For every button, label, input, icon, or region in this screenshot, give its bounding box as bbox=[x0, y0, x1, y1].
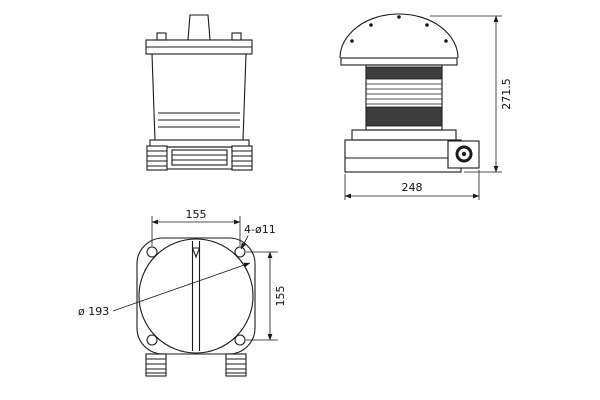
dimension-overall-width: 248 bbox=[344, 170, 480, 200]
label-bolt-holes: 4-ø11 bbox=[244, 223, 276, 236]
front-view bbox=[145, 14, 253, 171]
dimension-overall-height: 271.5 bbox=[430, 15, 513, 173]
lens-shoulder bbox=[351, 129, 457, 141]
top-stem bbox=[187, 14, 211, 41]
dimension-bolt-spacing-x: 155 bbox=[151, 208, 241, 246]
flange-bolt-right bbox=[231, 32, 242, 41]
orientation-mark bbox=[191, 247, 201, 259]
bolt-hole-top-left bbox=[146, 246, 158, 258]
bolt-hole-bottom-left bbox=[146, 334, 158, 346]
callout-bolt-holes: 4-ø11 bbox=[240, 223, 276, 250]
bolt-hole-bottom-right bbox=[234, 334, 246, 346]
side-base bbox=[344, 139, 462, 173]
dome-bolt bbox=[425, 23, 429, 27]
dimension-bolt-spacing-y: 155 bbox=[246, 251, 287, 341]
dome-bolt bbox=[397, 15, 401, 19]
switch-knob-center bbox=[461, 151, 467, 157]
dimension-annotations: 271.5 248 155 155 4-ø11 bbox=[78, 15, 513, 341]
cable-gland-front-left bbox=[146, 145, 168, 171]
side-view bbox=[339, 13, 480, 173]
flange-bolt-left bbox=[156, 32, 167, 41]
dome-bolt bbox=[444, 39, 448, 43]
dim-text-bolt-spacing-x: 155 bbox=[186, 208, 207, 221]
cable-gland-bottom-left bbox=[145, 353, 167, 377]
dim-text-bolt-spacing-y: 155 bbox=[274, 286, 287, 307]
bolt-hole-top-right bbox=[234, 246, 246, 258]
cable-gland-bottom-right bbox=[225, 353, 247, 377]
bottom-view bbox=[136, 237, 256, 377]
base-ribbed-panel bbox=[171, 149, 228, 166]
dome-bolt bbox=[350, 39, 354, 43]
dim-text-overall-height: 271.5 bbox=[500, 78, 513, 110]
dome-base-ring bbox=[340, 57, 458, 66]
flange-circle bbox=[138, 238, 254, 354]
dim-text-overall-width: 248 bbox=[402, 181, 423, 194]
switch-knob bbox=[455, 145, 473, 163]
label-flange-diameter: ø 193 bbox=[78, 305, 109, 318]
dome-bolt bbox=[369, 23, 373, 27]
callout-flange-diameter: ø 193 bbox=[78, 262, 251, 318]
mounting-flange bbox=[136, 237, 256, 355]
cable-gland-front-right bbox=[231, 145, 253, 171]
dome-cover bbox=[339, 13, 459, 59]
